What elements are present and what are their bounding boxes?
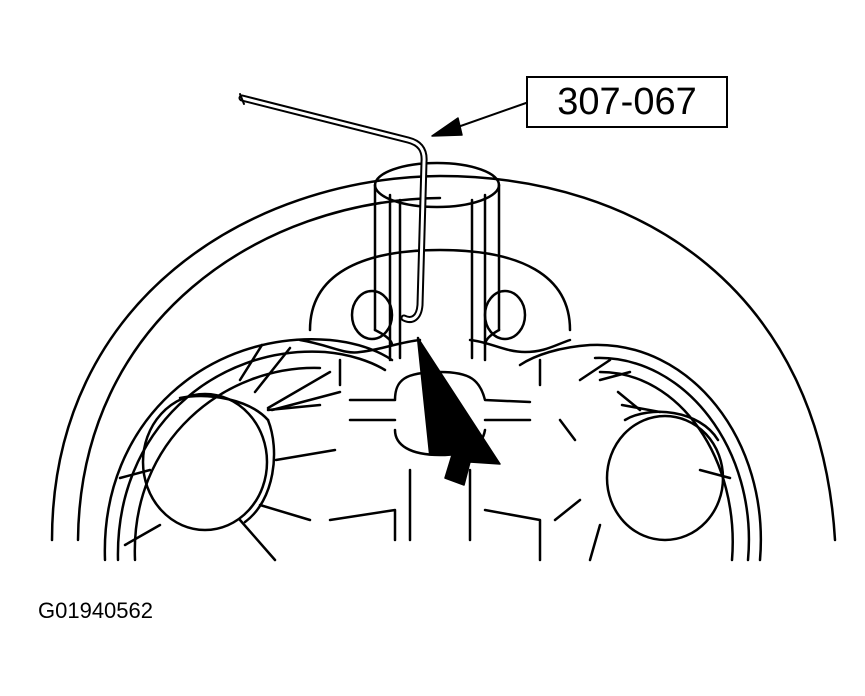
direction-arrow-icon [416, 336, 501, 486]
right-pump-assembly [518, 343, 763, 562]
callout-leader [431, 102, 527, 137]
pin-tool-icon [238, 93, 428, 323]
housing-outline [50, 174, 837, 542]
guide-sleeve [373, 161, 501, 362]
tool-number-label: 307-067 [557, 80, 697, 123]
left-pump-assembly [103, 337, 394, 562]
tool-callout-box: 307-067 [526, 76, 728, 128]
figure-id-label: G01940562 [38, 598, 153, 623]
housing-inner-outline [76, 196, 442, 542]
